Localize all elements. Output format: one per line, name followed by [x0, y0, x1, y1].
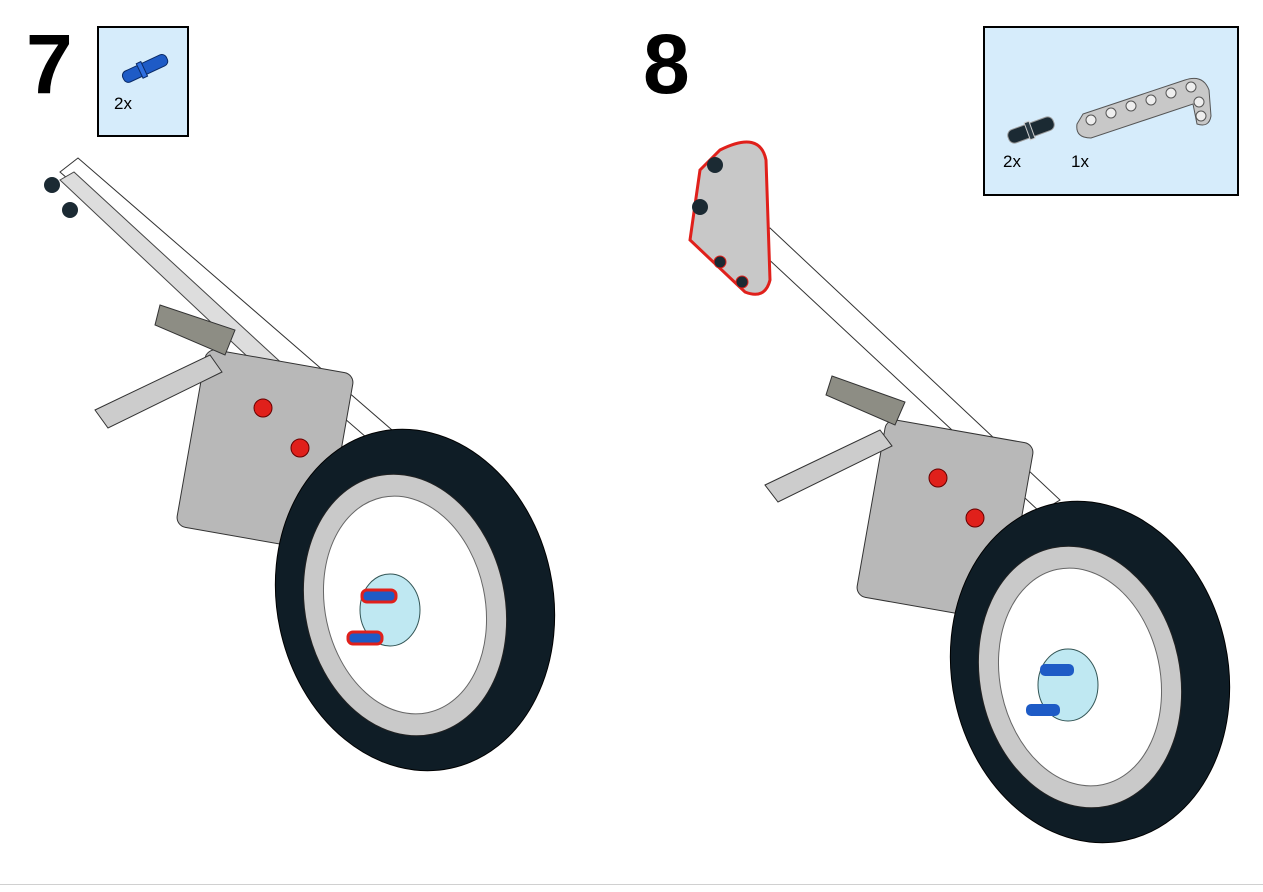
part-quantity: 2x: [1003, 152, 1021, 171]
parts-list-step-7: 2x: [97, 26, 189, 137]
wheel-icon: [949, 500, 1231, 844]
part-quantity: 2x: [114, 94, 132, 113]
step-7-model: [44, 157, 556, 772]
blue-axle-pin-icon: [121, 53, 169, 83]
page-divider: [0, 884, 1263, 885]
wheel-icon: [274, 428, 556, 772]
gray-angled-beam-icon: [1076, 77, 1212, 139]
parts-list-step-8: 2x 1x: [983, 26, 1239, 196]
step-8-model: [688, 140, 1231, 844]
step-number-8: 8: [643, 17, 690, 111]
part-quantity: 1x: [1071, 152, 1089, 171]
black-friction-pin-icon: [1007, 116, 1055, 144]
step-number-7: 7: [26, 17, 73, 111]
